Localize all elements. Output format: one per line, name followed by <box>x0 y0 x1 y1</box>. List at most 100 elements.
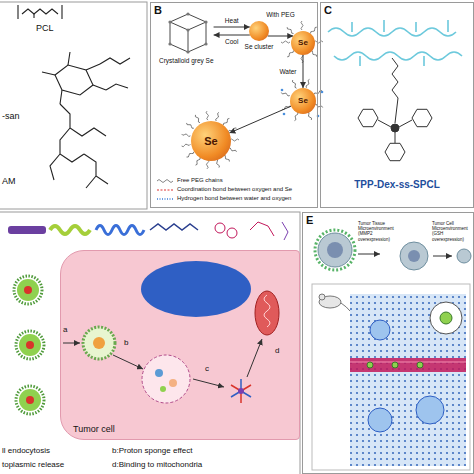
pathway-arrow <box>193 379 224 387</box>
polymer-strip <box>96 226 144 235</box>
region-label: Tumor cell <box>73 424 115 434</box>
nanoparticle <box>16 386 44 414</box>
structure-label: AM <box>2 176 16 186</box>
panel-letter: B <box>154 4 162 17</box>
pathway-arrow <box>113 355 143 369</box>
grey-selenium-lattice <box>168 12 207 53</box>
grey-selenium-lattice <box>170 14 206 52</box>
pathway-arrow <box>247 339 262 377</box>
nanoparticle <box>14 276 42 304</box>
structure-label: PCL <box>36 23 54 33</box>
pcl-chitosan-pamam-structure <box>18 5 130 188</box>
peg-chains <box>181 143 190 147</box>
legend-sample <box>157 179 173 182</box>
peg-chains <box>186 122 194 129</box>
selenium-nanoparticle: Se <box>291 31 315 55</box>
process-arrow <box>303 55 304 88</box>
tumor-tissue-illustration <box>416 396 444 424</box>
endosome <box>83 327 115 359</box>
polymer-strip <box>150 224 198 230</box>
grey-selenium-lattice <box>186 28 189 31</box>
arrow-label: With PEG <box>265 11 296 18</box>
peg-chains <box>186 151 194 158</box>
legend-row: Coordination bond between oxygen and Se <box>156 185 292 194</box>
caption-note: toplasmic release <box>2 460 64 469</box>
polymer-strip <box>227 228 237 238</box>
nanoparticle-sequence <box>327 242 343 258</box>
nanoparticle <box>17 279 39 301</box>
legend-row: Hydrogen bond between water and oxygen <box>156 194 292 203</box>
vesicle <box>142 355 190 403</box>
dextran-chains <box>334 52 462 60</box>
nanoparticle-sequence <box>358 254 380 255</box>
water-droplets <box>321 91 324 94</box>
step-letter: a <box>63 325 67 334</box>
polymer-strip <box>8 222 288 240</box>
grey-selenium-lattice <box>204 20 207 23</box>
dextran-chains <box>328 28 456 36</box>
panel-letter: E <box>306 214 313 227</box>
peg-chains <box>195 114 201 123</box>
grey-selenium-lattice <box>186 12 189 15</box>
peg-chains <box>286 26 294 34</box>
tumor-cell: Tumor cell <box>60 250 300 440</box>
vesicle <box>155 369 163 377</box>
selenium-nanoparticle: Se <box>191 121 231 161</box>
element-symbol: Se <box>204 135 217 148</box>
nanoparticle <box>26 341 34 349</box>
arrow-label: Cool <box>224 38 239 45</box>
tpp-structure <box>412 109 432 126</box>
tumor-tissue-illustration <box>368 408 392 432</box>
tumor-tissue-illustration <box>341 303 350 311</box>
selenium-nanoparticle: Se <box>290 88 316 114</box>
vesicle <box>142 355 190 403</box>
crystal-structure: Crystalloid grey Se <box>159 11 214 64</box>
peg-chains <box>306 79 311 88</box>
water-droplets <box>281 89 284 92</box>
endosome <box>83 327 115 359</box>
nanoparticle-sequence <box>400 242 428 270</box>
legend-text: Free PEG chains <box>177 177 223 184</box>
tpp-structure <box>391 124 399 132</box>
legend-sample <box>156 196 174 202</box>
peg-chains <box>314 41 323 43</box>
tpp-structure <box>378 120 412 143</box>
step-letter: c <box>205 364 209 373</box>
peg-chains <box>223 118 231 126</box>
tumor-tissue-illustration <box>312 284 470 470</box>
nanoparticle <box>19 389 41 411</box>
grey-selenium-lattice <box>186 50 189 53</box>
water-droplets <box>283 113 286 116</box>
nanoparticle-sequence <box>408 250 420 262</box>
nanoparticle-sequence <box>433 256 452 257</box>
peg-chains <box>292 80 298 89</box>
tpp-structure <box>358 58 432 161</box>
released-polymer <box>231 379 251 397</box>
nanoparticle-sequence <box>315 230 471 270</box>
compound-name: TPP-Dex-ss-SPCL <box>321 179 473 191</box>
legend: Free PEG chainsCoordination bond between… <box>156 176 292 203</box>
structure-label: Se cluster <box>245 43 274 50</box>
panel-box: E <box>302 212 474 474</box>
legend-text: Hydrogen bond between water and oxygen <box>177 195 291 202</box>
peg-chains <box>215 112 220 121</box>
panel-box: CTPP-Dex-ss-SPCL <box>320 2 474 208</box>
tumor-tissue-illustration <box>417 362 423 368</box>
polymer-strip <box>8 226 46 234</box>
legend-sample <box>156 178 174 184</box>
caption-note: ll endocytosis <box>2 446 50 455</box>
pcl-chitosan-pamam-structure <box>100 58 130 90</box>
panel-box: BCrystalloid grey SeSe clusterSeSeSe <box>150 2 318 208</box>
water-droplets <box>281 89 324 118</box>
caption-note: d:Binding to mitochondria <box>112 460 202 469</box>
vesicle <box>169 379 177 387</box>
nanoparticle-sequence <box>318 233 352 267</box>
nanoparticle <box>24 286 32 294</box>
tumor-tissue-illustration <box>367 362 373 368</box>
grey-selenium-lattice <box>168 20 171 23</box>
arrow-label: Heat <box>224 17 240 24</box>
tpp-structure <box>392 58 398 123</box>
grey-selenium-lattice <box>168 42 171 45</box>
nanoparticle-sequence <box>457 249 471 263</box>
polymer-strip <box>215 223 225 233</box>
